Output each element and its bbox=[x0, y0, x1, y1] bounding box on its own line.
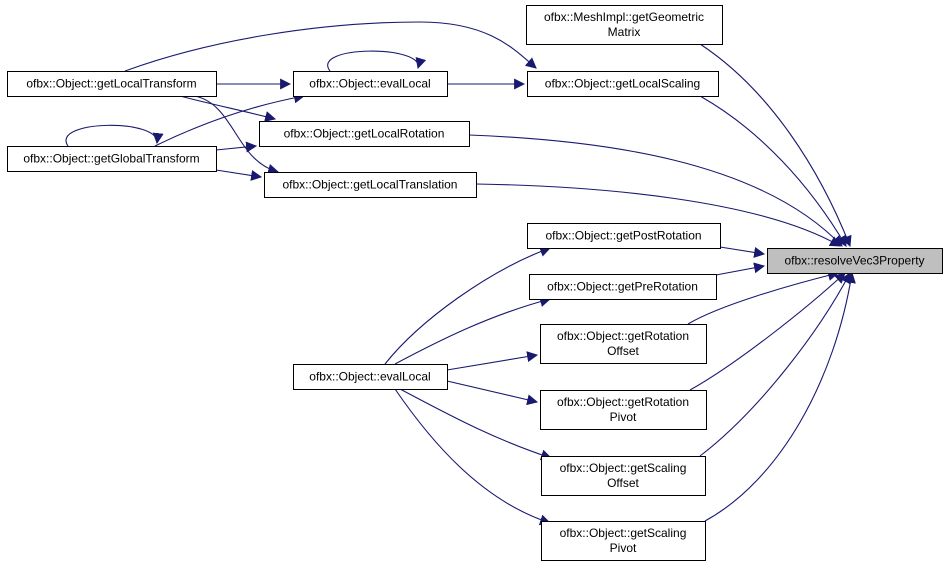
edge-getLocalTransform-to-getLocalTranslation bbox=[194, 95, 280, 175]
node-label: Pivot bbox=[610, 410, 637, 424]
edge-getGlobalTransform-to-evalLocalTop bbox=[154, 92, 306, 147]
edge-getLocalScaling-to-resolveVec3Property bbox=[699, 95, 847, 247]
node-label: ofbx::resolveVec3Property bbox=[784, 254, 924, 268]
edge-getGlobalTransform-to-getLocalRotation bbox=[215, 141, 258, 153]
edge-evalLocalBottom-to-getScalingOffset bbox=[399, 388, 553, 461]
edge-getPostRotation-to-resolveVec3Property bbox=[719, 246, 766, 258]
edge-evalLocalBottom-to-getScalingPivot bbox=[394, 388, 552, 526]
edge-getGlobalTransform-to-getLocalTranslation bbox=[215, 169, 263, 181]
node-getPostRotation[interactable]: ofbx::Object::getPostRotation bbox=[527, 223, 721, 249]
node-label: ofbx::Object::getScaling bbox=[560, 526, 687, 540]
edge-getLocalTransform-to-getLocalScaling bbox=[124, 21, 537, 72]
node-label: ofbx::Object::getPreRotation bbox=[547, 280, 698, 294]
node-label: ofbx::Object::evalLocal bbox=[309, 370, 430, 384]
edge-evalLocalBottom-to-getPostRotation bbox=[384, 246, 552, 365]
node-evalLocalTop[interactable]: ofbx::Object::evalLocal bbox=[293, 71, 448, 97]
edge-evalLocalBottom-to-getPreRotation bbox=[394, 296, 552, 365]
node-label: Offset bbox=[607, 344, 639, 358]
node-label: ofbx::Object::getLocalTransform bbox=[26, 77, 196, 91]
node-label: ofbx::Object::getPostRotation bbox=[545, 229, 701, 243]
node-label: ofbx::Object::getLocalRotation bbox=[284, 127, 445, 141]
node-label: Matrix bbox=[608, 25, 641, 39]
node-label: Pivot bbox=[610, 541, 637, 555]
edge-getGeometricMatrix-to-resolveVec3Property bbox=[699, 43, 852, 248]
node-label: ofbx::Object::getRotation bbox=[557, 329, 689, 343]
edge-getLocalTransform-to-getLocalRotation bbox=[179, 95, 277, 122]
edge-evalLocalBottom-to-getRotationPivot bbox=[446, 380, 539, 406]
edge-getGlobalTransform-to-getGlobalTransform bbox=[65, 124, 164, 147]
edge-getScalingOffset-to-resolveVec3Property bbox=[699, 272, 851, 457]
edge-getScalingPivot-to-resolveVec3Property bbox=[704, 271, 856, 522]
node-getLocalRotation[interactable]: ofbx::Object::getLocalRotation bbox=[259, 121, 470, 147]
edge-getRotationOffset-to-resolveVec3Property bbox=[687, 270, 840, 325]
node-getLocalScaling[interactable]: ofbx::Object::getLocalScaling bbox=[527, 71, 719, 97]
node-getPreRotation[interactable]: ofbx::Object::getPreRotation bbox=[529, 274, 717, 300]
node-label: ofbx::Object::getLocalTranslation bbox=[283, 178, 458, 192]
node-getLocalTransform[interactable]: ofbx::Object::getLocalTransform bbox=[7, 71, 217, 97]
node-resolveVec3Property[interactable]: ofbx::resolveVec3Property bbox=[767, 248, 943, 274]
node-getGlobalTransform[interactable]: ofbx::Object::getGlobalTransform bbox=[7, 146, 217, 172]
edge-getLocalTranslation-to-resolveVec3Property bbox=[475, 183, 841, 247]
node-label: Offset bbox=[607, 476, 639, 490]
node-label: ofbx::Object::getScaling bbox=[560, 461, 687, 475]
edge-getRotationPivot-to-resolveVec3Property bbox=[689, 272, 846, 391]
node-label: ofbx::Object::getGlobalTransform bbox=[23, 152, 199, 166]
edge-evalLocalTop-to-evalLocalTop bbox=[327, 50, 427, 72]
node-evalLocalBottom[interactable]: ofbx::Object::evalLocal bbox=[293, 364, 448, 390]
node-label: ofbx::Object::evalLocal bbox=[309, 77, 430, 91]
node-getLocalTranslation[interactable]: ofbx::Object::getLocalTranslation bbox=[264, 172, 477, 198]
edge-getLocalRotation-to-resolveVec3Property bbox=[468, 134, 843, 247]
edge-evalLocalBottom-to-getRotationOffset bbox=[446, 351, 539, 371]
node-label: ofbx::MeshImpl::getGeometric bbox=[544, 10, 704, 24]
node-label: ofbx::Object::getRotation bbox=[557, 395, 689, 409]
edge-getPreRotation-to-resolveVec3Property bbox=[715, 262, 766, 276]
node-label: ofbx::Object::getLocalScaling bbox=[545, 77, 700, 91]
